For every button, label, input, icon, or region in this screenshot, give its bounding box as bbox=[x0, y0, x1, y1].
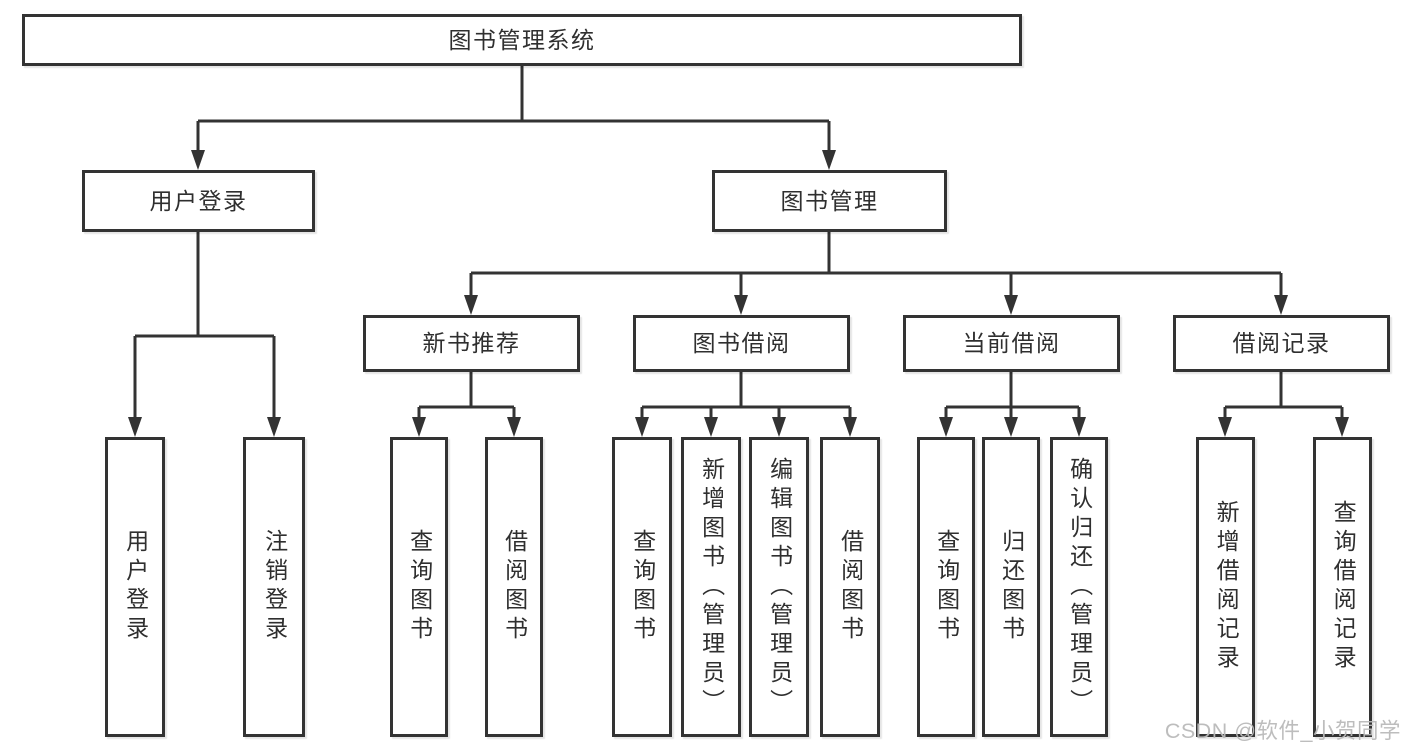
node-leaf-confirm-return-admin: 确认归还（管理员） bbox=[1050, 437, 1108, 737]
node-label: 图书管理系统 bbox=[448, 26, 596, 53]
node-label: 新增借阅记录 bbox=[1213, 500, 1240, 674]
node-book-borrowing: 图书借阅 bbox=[633, 315, 850, 372]
node-label: 查询借阅记录 bbox=[1330, 500, 1357, 674]
node-label: 用户登录 bbox=[122, 529, 149, 645]
node-label: 查询图书 bbox=[406, 529, 433, 645]
node-label: 图书借阅 bbox=[692, 330, 791, 356]
node-leaf-query-borrow-record: 查询借阅记录 bbox=[1313, 437, 1372, 737]
node-label: 注销登录 bbox=[261, 529, 288, 645]
node-label: 图书管理 bbox=[780, 187, 879, 214]
node-current-borrowing: 当前借阅 bbox=[903, 315, 1120, 372]
node-label: 新增图书（管理员） bbox=[698, 456, 725, 718]
node-leaf-borrow-books-recommend: 借阅图书 bbox=[485, 437, 543, 737]
node-label: 新书推荐 bbox=[422, 330, 521, 356]
arrowhead-icons bbox=[128, 150, 1349, 437]
node-label: 归还图书 bbox=[998, 529, 1025, 645]
node-borrowing-records: 借阅记录 bbox=[1173, 315, 1390, 372]
node-leaf-borrow-books: 借阅图书 bbox=[820, 437, 880, 737]
node-label: 借阅记录 bbox=[1232, 330, 1331, 356]
node-leaf-return-books: 归还图书 bbox=[982, 437, 1040, 737]
node-leaf-edit-books-admin: 编辑图书（管理员） bbox=[749, 437, 809, 737]
node-user-login: 用户登录 bbox=[82, 170, 315, 232]
node-leaf-add-borrow-record: 新增借阅记录 bbox=[1196, 437, 1255, 737]
node-label: 确认归还（管理员） bbox=[1066, 456, 1093, 718]
node-label: 查询图书 bbox=[933, 529, 960, 645]
node-label: 查询图书 bbox=[629, 529, 656, 645]
node-book-management: 图书管理 bbox=[712, 170, 947, 232]
node-label: 用户登录 bbox=[149, 187, 248, 214]
node-label: 编辑图书（管理员） bbox=[766, 456, 793, 718]
node-leaf-query-books-current: 查询图书 bbox=[917, 437, 975, 737]
node-new-book-recommend: 新书推荐 bbox=[363, 315, 580, 372]
node-leaf-query-books-borrowing: 查询图书 bbox=[612, 437, 672, 737]
csdn-watermark: CSDN @软件_小贺同学 bbox=[1164, 719, 1401, 743]
node-label: 借阅图书 bbox=[837, 529, 864, 645]
node-label: 借阅图书 bbox=[501, 529, 528, 645]
node-leaf-user-login: 用户登录 bbox=[105, 437, 165, 737]
node-library-management-system: 图书管理系统 bbox=[22, 14, 1022, 66]
node-leaf-add-books-admin: 新增图书（管理员） bbox=[681, 437, 741, 737]
node-leaf-logout: 注销登录 bbox=[243, 437, 305, 737]
node-label: 当前借阅 bbox=[962, 330, 1061, 356]
node-leaf-query-books-recommend: 查询图书 bbox=[390, 437, 448, 737]
